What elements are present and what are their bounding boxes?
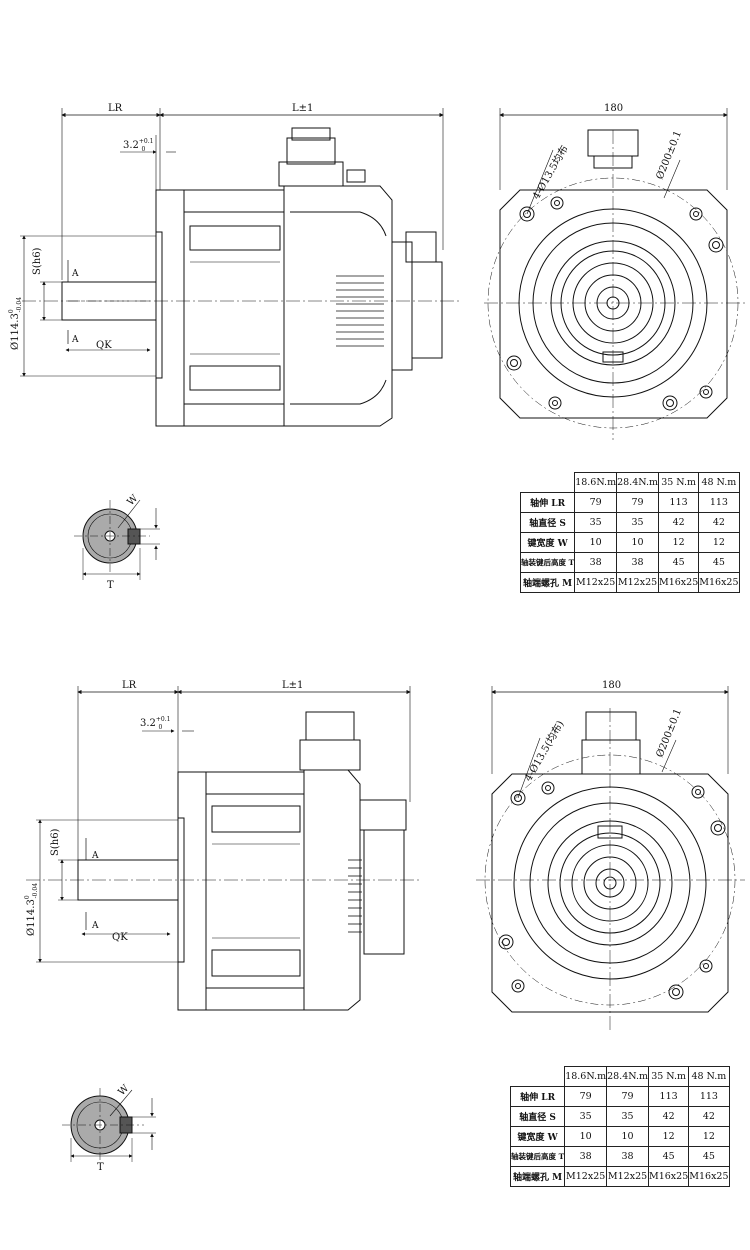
lr-dim-2: LR (122, 680, 137, 691)
table-row: 键宽度 W 10 10 12 12 (509, 1126, 730, 1147)
section-mark-bottom-1: A (71, 335, 79, 345)
table-row: 轴装键后高度 T 38 38 45 45 (519, 552, 740, 573)
pcd-1: Ø200±0.1 (655, 129, 685, 181)
table-header: 48 N.m (688, 1066, 730, 1087)
key-dim-1: QK (96, 340, 112, 351)
table-row: 轴伸 LR 79 79 113 113 (509, 1086, 730, 1107)
section-view-2 (62, 1088, 156, 1162)
section-view-1 (74, 499, 160, 580)
key-dim-2: QK (112, 932, 128, 943)
l-dim-2: L±1 (282, 680, 303, 691)
shaft-dim-1: S(h6) (32, 247, 43, 275)
table-header: 35 N.m (657, 472, 700, 493)
table-row: 轴伸 LR 79 79 113 113 (519, 492, 740, 513)
table-header: 18.6N.m (574, 472, 618, 493)
spec-table-1: 18.6N.m 28.4N.m 35 N.m 48 N.m 轴伸 LR 79 7… (519, 472, 740, 593)
flange-dim-1: 180 (604, 103, 623, 114)
table-header: 28.4N.m (606, 1066, 649, 1087)
pilot-dia-1: Ø114.30-0.04 (8, 297, 23, 350)
table-header-row: 18.6N.m 28.4N.m 35 N.m 48 N.m (510, 1066, 730, 1087)
table-row: 轴端螺孔 M M12x25 M12x25 M16x25 M16x25 (519, 572, 740, 593)
section-mark-bottom-2: A (91, 921, 99, 931)
flange-dim-2: 180 (602, 680, 621, 691)
section-t-2: T (97, 1162, 104, 1173)
table-row: 键宽度 W 10 10 12 12 (519, 532, 740, 553)
side-view-2 (26, 686, 420, 1011)
table-row: 轴端螺孔 M M12x25 M12x25 M16x25 M16x25 (509, 1166, 730, 1187)
pilot-dia-2: Ø114.30-0.04 (24, 883, 39, 936)
lr-dim-1: LR (108, 103, 123, 114)
section-mark-top-1: A (71, 269, 79, 279)
shaft-dim-2: S(h6) (50, 828, 61, 856)
table-header: 48 N.m (698, 472, 740, 493)
section-w-2: W (116, 1083, 132, 1099)
front-view-1 (484, 108, 745, 440)
table-header: 28.4N.m (616, 472, 659, 493)
spec-table-2: 18.6N.m 28.4N.m 35 N.m 48 N.m 轴伸 LR 79 7… (509, 1066, 730, 1187)
table-row: 轴装键后高度 T 38 38 45 45 (509, 1146, 730, 1167)
table-row: 轴直径 S 35 35 42 42 (509, 1106, 730, 1127)
section-t-1: T (107, 580, 114, 591)
front-view-2 (476, 686, 745, 1030)
section-w-1: W (125, 493, 141, 509)
table-header: 18.6N.m (564, 1066, 608, 1087)
side-view-1 (20, 108, 460, 427)
section-mark-top-2: A (91, 851, 99, 861)
table-header-row: 18.6N.m 28.4N.m 35 N.m 48 N.m (520, 472, 740, 493)
table-header: 35 N.m (647, 1066, 690, 1087)
pcd-2: Ø200±0.1 (655, 707, 685, 759)
table-row: 轴直径 S 35 35 42 42 (519, 512, 740, 533)
holes-note-1: 4-Ø13.5均布 (530, 143, 571, 201)
l-dim-1: L±1 (292, 103, 313, 114)
